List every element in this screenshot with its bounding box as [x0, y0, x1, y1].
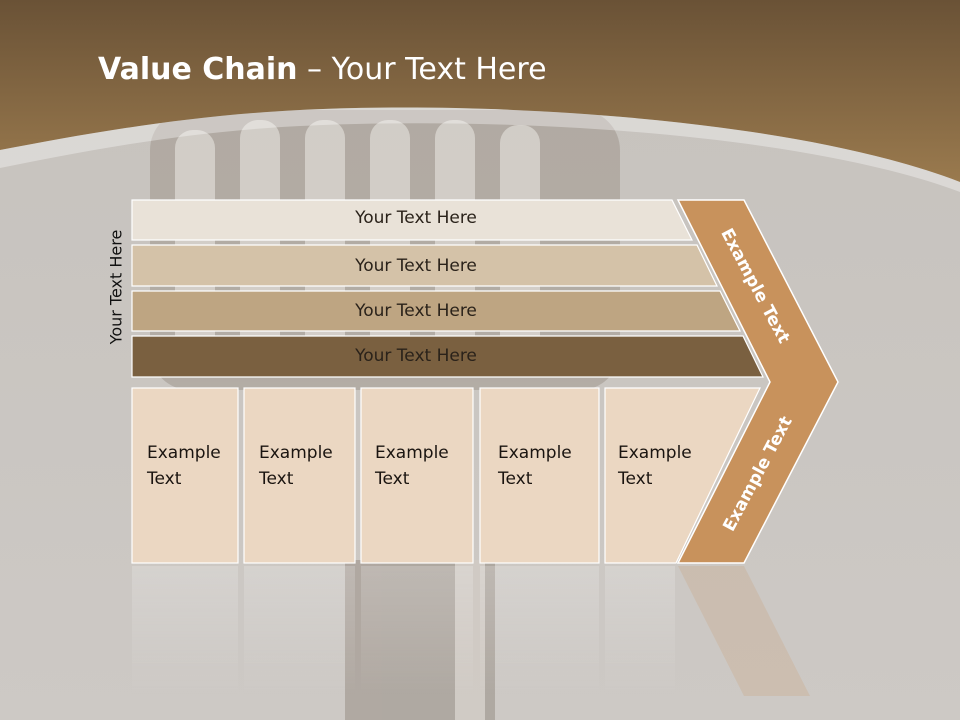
primary-activity-1-text: Example Text — [147, 440, 221, 492]
support-row-1-label: Your Text Here — [355, 208, 477, 228]
support-row-2-label: Your Text Here — [355, 256, 477, 276]
primary-activity-3-text: Example Text — [375, 440, 449, 492]
primary-activity-5-text: Example Text — [618, 440, 692, 492]
diagram-reflection — [132, 566, 810, 696]
primary-activity-2-line1: Example — [259, 443, 333, 463]
primary-activity-1-line2: Text — [147, 469, 182, 489]
header-band — [0, 0, 960, 182]
title-bold-part: Value Chain — [98, 52, 298, 87]
primary-activity-2-text: Example Text — [259, 440, 333, 492]
primary-activity-4-text: Example Text — [498, 440, 572, 492]
side-axis-label: Your Text Here — [106, 229, 126, 345]
primary-activity-5-line1: Example — [618, 443, 692, 463]
primary-activity-1-line1: Example — [147, 443, 221, 463]
support-row-2 — [131, 244, 718, 287]
primary-activity-3-line1: Example — [375, 443, 449, 463]
support-row-3-label: Your Text Here — [355, 301, 477, 321]
primary-activity-card-3 — [360, 387, 474, 564]
header-swoosh — [0, 107, 960, 192]
support-row-3 — [131, 290, 741, 332]
title-rest-part: – Your Text Here — [297, 52, 547, 87]
support-row-1 — [131, 199, 693, 241]
primary-activity-2-line2: Text — [259, 469, 294, 489]
primary-activity-card-4 — [479, 387, 600, 564]
primary-activity-card-2 — [243, 387, 356, 564]
support-row-4 — [131, 335, 764, 378]
primary-activity-card-1 — [131, 387, 239, 564]
primary-activity-4-line2: Text — [498, 469, 533, 489]
primary-activity-5-line2: Text — [618, 469, 653, 489]
primary-activity-card-5 — [604, 387, 761, 564]
margin-chevron — [676, 199, 839, 564]
support-row-4-label: Your Text Here — [355, 346, 477, 366]
slide-title: Value Chain – Your Text Here — [98, 52, 547, 96]
primary-activity-4-line1: Example — [498, 443, 572, 463]
primary-activity-3-line2: Text — [375, 469, 410, 489]
